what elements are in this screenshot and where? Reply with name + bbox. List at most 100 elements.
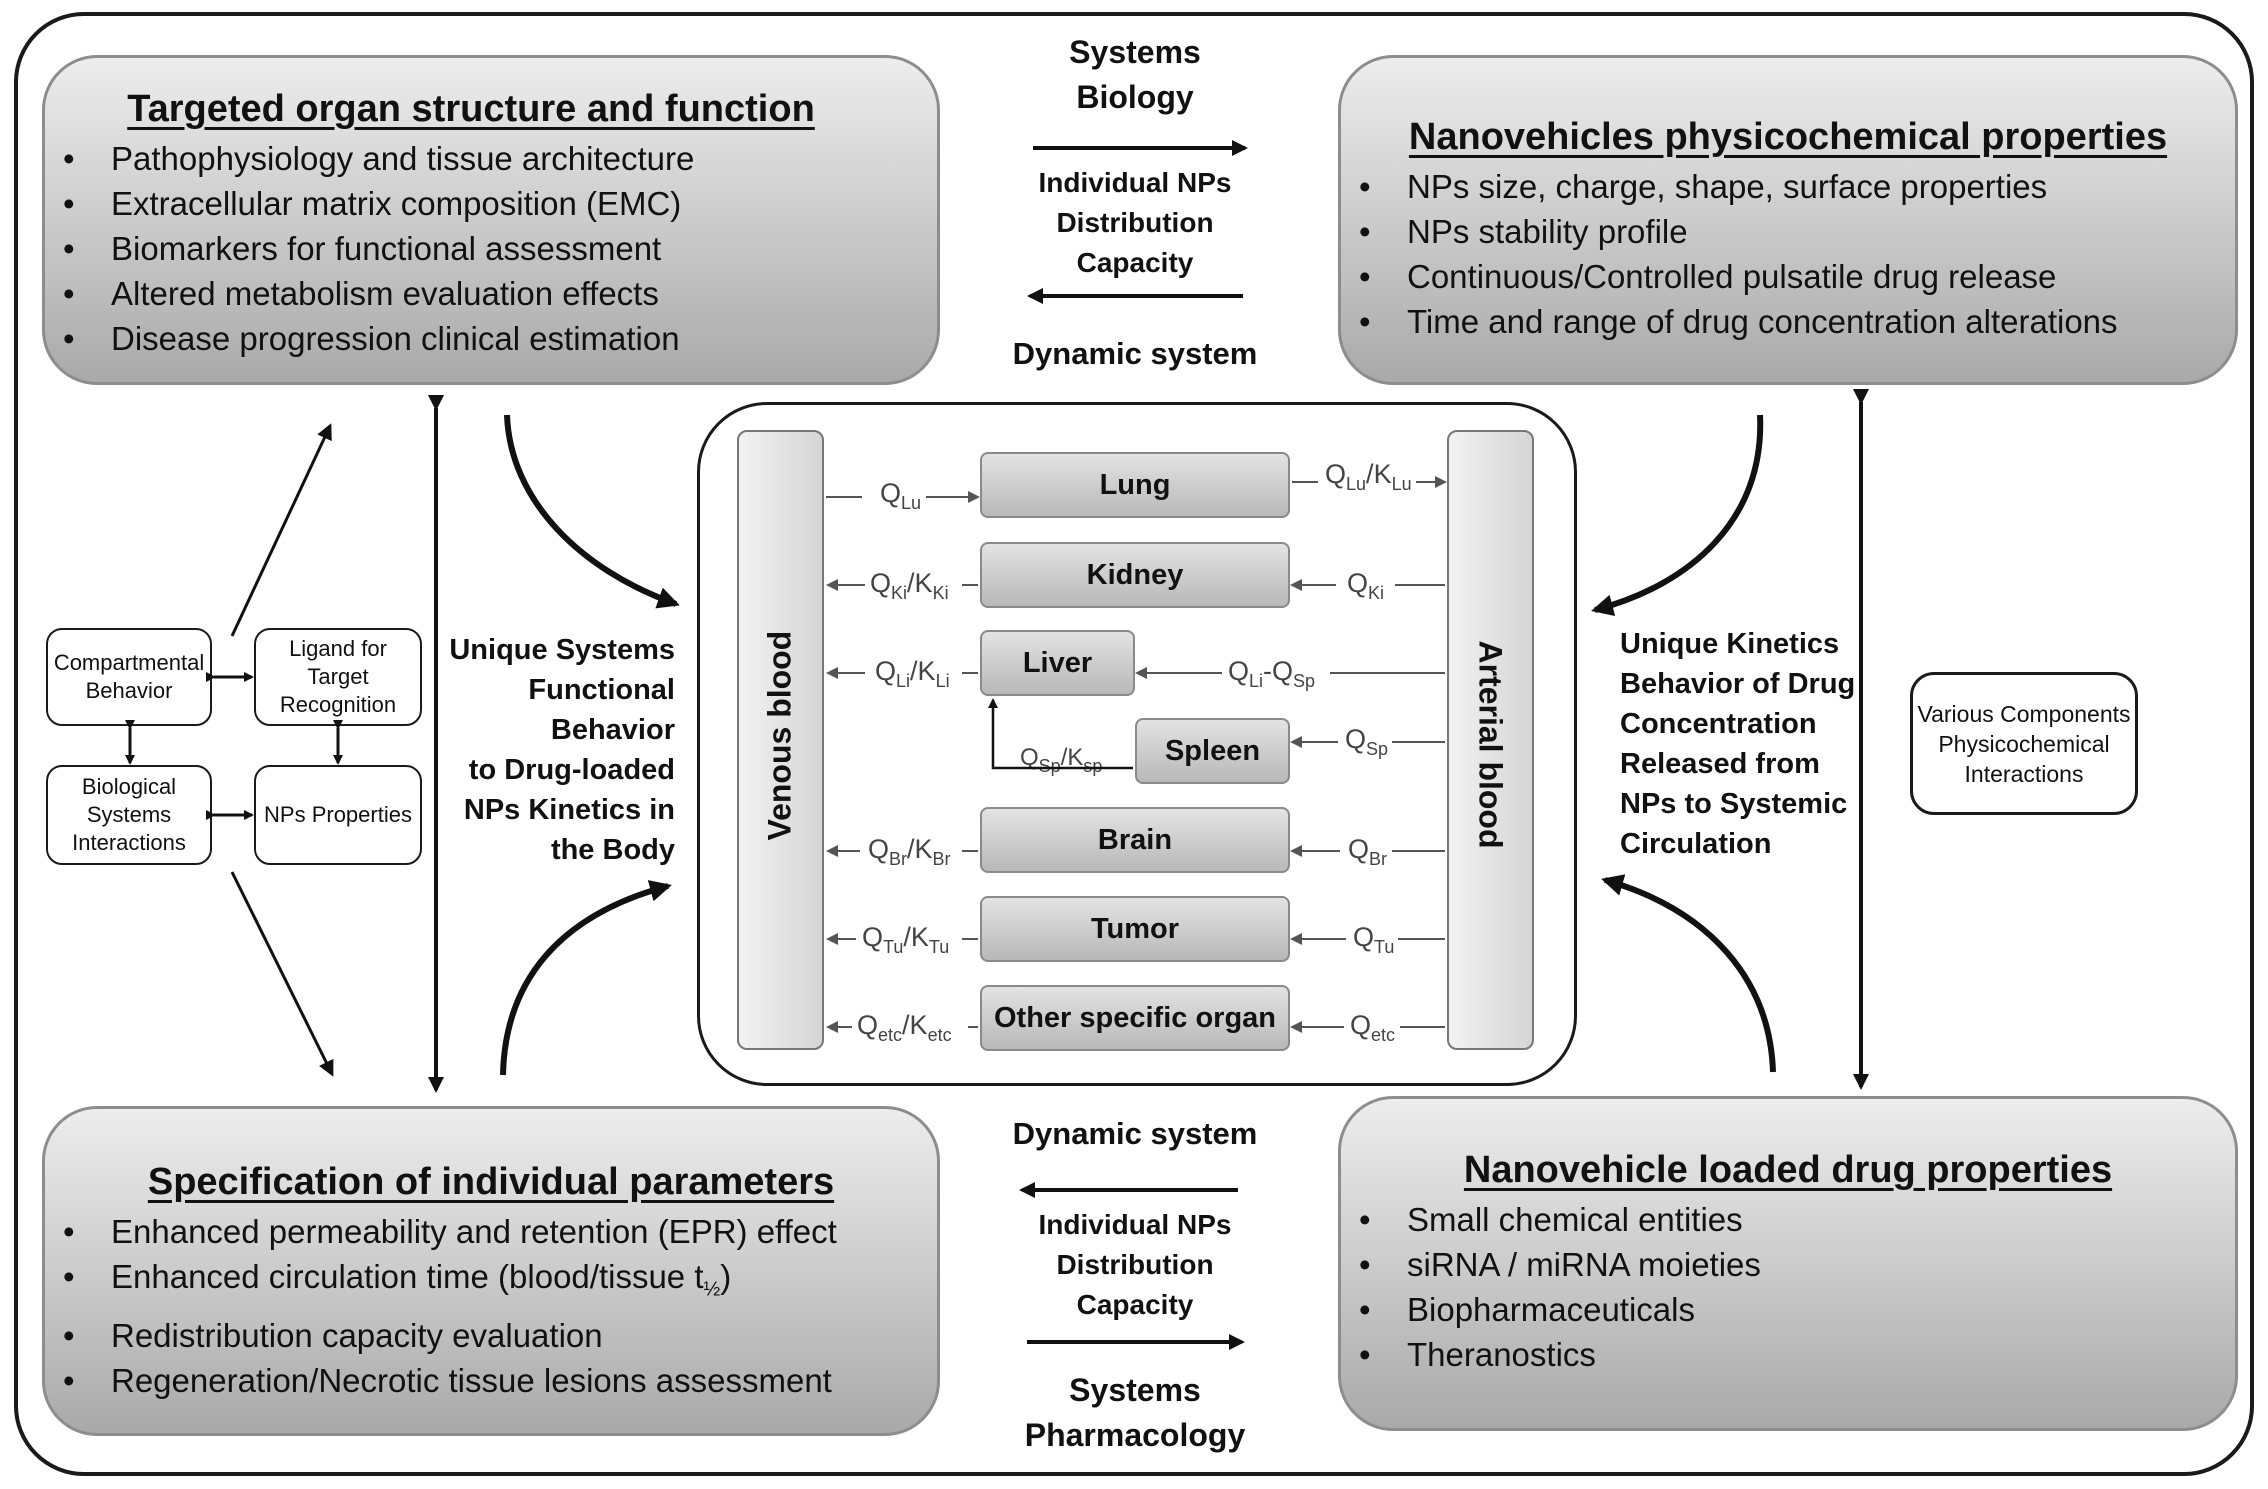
q-symbol: Q <box>857 1010 879 1040</box>
text-line: Behavior of Drug <box>1620 668 1856 700</box>
panel-title: Nanovehicles physicochemical properties <box>1408 116 2168 158</box>
flow-label-brain-venous: QBr/KBr <box>868 834 951 870</box>
subscript: Li <box>1249 671 1264 691</box>
text-line: the Body <box>550 834 675 866</box>
various-components-box: Various Components Physicochemical Inter… <box>1910 672 2138 815</box>
text-line: Released from <box>1620 748 1820 780</box>
list-item: Biopharmaceuticals <box>1355 1287 1761 1332</box>
subscript: Sp <box>1293 671 1316 691</box>
flow-label-brain-arterial: QBr <box>1348 834 1387 870</box>
subscript: etc <box>878 1025 903 1045</box>
q-symbol: Q <box>1325 459 1347 489</box>
subscript: Tu <box>883 937 904 957</box>
list-item: Disease progression clinical estimation <box>59 316 694 361</box>
organ-tumor: Tumor <box>980 896 1290 962</box>
ligand-recognition-box: Ligand for Target Recognition <box>254 628 422 726</box>
q-symbol: Q <box>1347 568 1369 598</box>
label-line: Biology <box>1076 79 1194 115</box>
k-symbol: K <box>914 834 933 864</box>
subscript: Li <box>896 671 911 691</box>
list-item: Continuous/Controlled pulsatile drug rel… <box>1355 254 2118 299</box>
subscript: Li <box>935 671 950 691</box>
list-item: NPs size, charge, shape, surface propert… <box>1355 164 2118 209</box>
dynamic-system-label: Dynamic system <box>980 334 1290 374</box>
q-symbol: Q <box>1228 656 1250 686</box>
organ-liver: Liver <box>980 630 1135 696</box>
dynamic-system-label: Dynamic system <box>980 1114 1290 1154</box>
flow-label-spleen-arterial: QSp <box>1345 724 1388 760</box>
systems-biology-label: Systems Biology <box>1000 30 1270 120</box>
panel-list: Enhanced permeability and retention (EPR… <box>59 1209 837 1403</box>
list-item: Altered metabolism evaluation effects <box>59 271 694 316</box>
q-symbol: Q <box>875 656 897 686</box>
panel-individual-parameters: Specification of individual parameters E… <box>42 1106 940 1436</box>
systems-pharmacology-label: Systems Pharmacology <box>995 1368 1275 1458</box>
q-symbol: Q <box>1348 834 1370 864</box>
q-symbol: Q <box>1020 744 1039 771</box>
panel-title: Targeted organ structure and function <box>127 88 815 130</box>
list-item: Enhanced circulation time (blood/tissue … <box>59 1254 837 1313</box>
slash: / <box>910 656 918 686</box>
panel-title: Specification of individual parameters <box>147 1161 835 1203</box>
organ-brain: Brain <box>980 807 1290 873</box>
subscript: etc <box>927 1025 952 1045</box>
panel-list: NPs size, charge, shape, surface propert… <box>1355 164 2118 344</box>
label-line: Capacity <box>1076 1289 1194 1320</box>
list-item: Pathophysiology and tissue architecture <box>59 136 694 181</box>
k-symbol: K <box>914 568 933 598</box>
list-item: NPs stability profile <box>1355 209 2118 254</box>
text-line: Unique Kinetics <box>1620 628 1840 660</box>
text-line: Functional <box>528 674 675 706</box>
flow-label-other-venous: Qetc/Ketc <box>857 1010 952 1046</box>
subscript: Sp <box>1366 739 1389 759</box>
flow-label-lung-arterial: QLu/KLu <box>1325 459 1412 495</box>
compartmental-behavior-box: Compartmental Behavior <box>46 628 212 726</box>
list-item: Enhanced permeability and retention (EPR… <box>59 1209 837 1254</box>
list-item: Regeneration/Necrotic tissue lesions ass… <box>59 1358 837 1403</box>
biological-interactions-box: Biological Systems Interactions <box>46 765 212 865</box>
subscript: Ki <box>932 583 949 603</box>
text-line: NPs Kinetics in <box>463 794 675 826</box>
text-line: NPs to Systemic <box>1620 788 1848 820</box>
distribution-capacity-label: Individual NPs Distribution Capacity <box>995 1205 1275 1325</box>
subscript: Br <box>889 849 908 869</box>
distribution-capacity-label: Individual NPs Distribution Capacity <box>1000 163 1270 283</box>
text-line: Circulation <box>1620 828 1772 860</box>
organ-other: Other specific organ <box>980 985 1290 1051</box>
list-item: Theranostics <box>1355 1332 1761 1377</box>
k-symbol: K <box>909 1010 928 1040</box>
label-line: Distribution <box>1056 1249 1214 1280</box>
list-item-text: Enhanced circulation time (blood/tissue … <box>111 1258 704 1295</box>
text-line: to Drug-loaded <box>468 754 675 786</box>
list-item: Redistribution capacity evaluation <box>59 1313 837 1358</box>
half-subscript: ½ <box>703 1278 721 1301</box>
panel-targeted-organ: Targeted organ structure and function Pa… <box>42 55 940 385</box>
venous-blood-label: Venous blood <box>761 630 798 841</box>
q-symbol: Q <box>870 568 892 598</box>
list-item: Biomarkers for functional assessment <box>59 226 694 271</box>
panel-title: Nanovehicle loaded drug properties <box>1463 1149 2113 1191</box>
k-symbol: K <box>1067 744 1084 771</box>
label-line: Capacity <box>1076 247 1194 278</box>
q-symbol: Q <box>1350 1010 1372 1040</box>
subscript: Br <box>932 849 951 869</box>
organ-spleen: Spleen <box>1135 718 1290 784</box>
q-symbol: Q <box>862 922 884 952</box>
label-line: Individual NPs <box>1038 1209 1232 1240</box>
label-line: Pharmacology <box>1024 1417 1246 1453</box>
list-item: siRNA / miRNA moieties <box>1355 1242 1761 1287</box>
venous-blood-bar <box>737 430 824 1050</box>
panel-loaded-drug-properties: Nanovehicle loaded drug properties Small… <box>1338 1096 2238 1431</box>
subscript: Br <box>1369 849 1388 869</box>
text-line: Unique Systems <box>449 634 675 666</box>
q-symbol: Q <box>1353 922 1375 952</box>
flow-label-lung-venous: QLu <box>880 478 921 514</box>
organ-kidney: Kidney <box>980 542 1290 608</box>
panel-nanovehicles-properties: Nanovehicles physicochemical properties … <box>1338 55 2238 385</box>
subscript: Ki <box>891 583 908 603</box>
q-symbol: Q <box>1345 724 1367 754</box>
list-item: Small chemical entities <box>1355 1197 1761 1242</box>
list-item: Time and range of drug concentration alt… <box>1355 299 2118 344</box>
subscript: sp <box>1083 756 1103 776</box>
list-item: Extracellular matrix composition (EMC) <box>59 181 694 226</box>
